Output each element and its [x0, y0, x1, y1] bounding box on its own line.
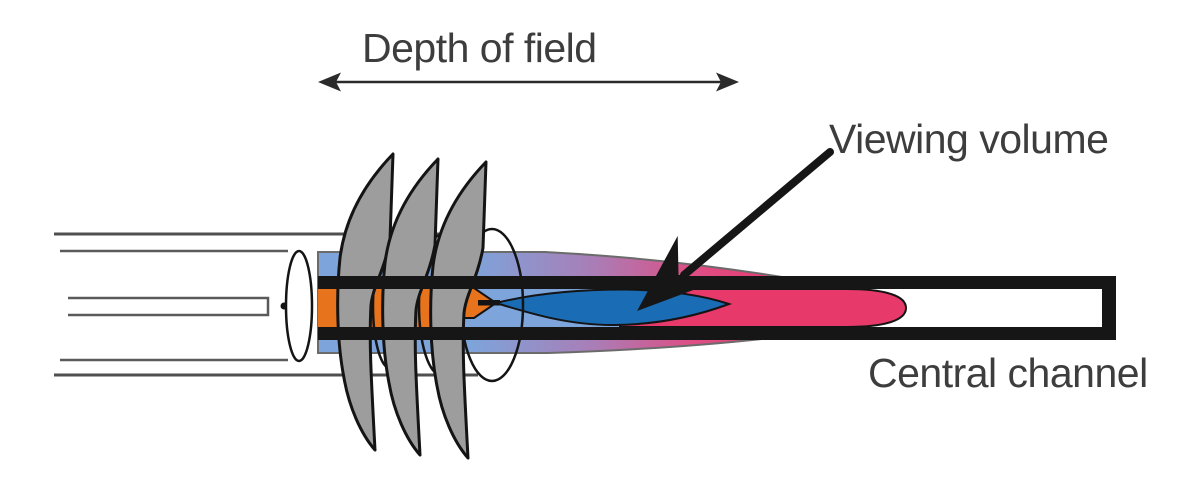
arrowhead-left-icon: [318, 72, 341, 92]
arrowhead-right-icon: [716, 72, 739, 92]
coil-blade-3: [429, 160, 488, 460]
sample-flow-dash: [478, 300, 500, 306]
channel-tube-right-cap: [1102, 276, 1116, 340]
torch-mouth-ellipse: [284, 249, 314, 363]
coil-blade-2: [381, 157, 440, 457]
induction-coil: [336, 152, 488, 460]
coil-blade-1: [336, 152, 395, 452]
viewing-volume-label: Viewing volume: [829, 116, 1108, 162]
channel-tube-bottom-wall: [318, 327, 1116, 340]
central-channel-label: Central channel: [868, 350, 1148, 396]
viewing-volume-pointer-line: [680, 148, 834, 279]
viewing-volume-pointer: [637, 148, 834, 311]
depth-of-field-label: Depth of field: [362, 25, 597, 71]
viewing-volume-arrowhead-icon: [637, 235, 718, 311]
channel-tube-top-wall: [318, 276, 1116, 289]
depth-of-field-arrow: [318, 72, 739, 92]
injector-tube: [68, 296, 270, 317]
central-channel-tube: [318, 276, 1116, 340]
